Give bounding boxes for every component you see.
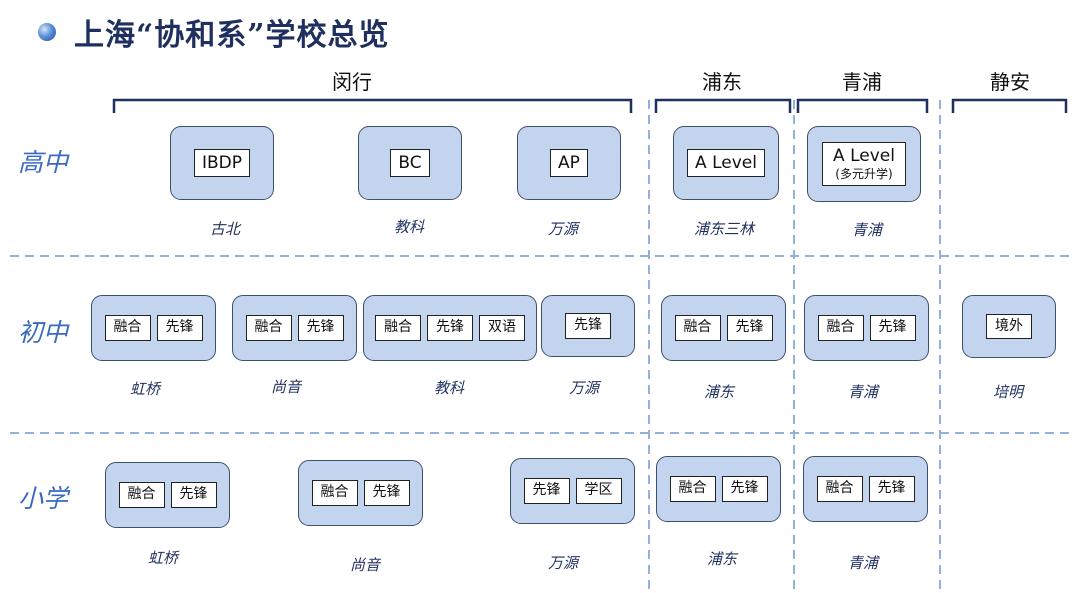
school-name: 万源 (547, 220, 579, 238)
school-name: 虹桥 (129, 380, 161, 398)
school-name: 青浦 (847, 554, 879, 572)
school-name: 尚音 (349, 556, 381, 574)
school-name: 教科 (393, 218, 425, 236)
school-box-jiaoke-high: BC (358, 126, 462, 200)
tag: A Level (多元升学) (822, 142, 906, 186)
tag: 融合 (375, 315, 421, 341)
school-box-hongqiao-primary: 融合 先锋 (105, 462, 230, 528)
school-box-hongqiao-middle: 融合 先锋 (91, 295, 216, 361)
bracket-minhang (112, 98, 633, 113)
school-box-wanyuan-primary: 先锋 学区 (510, 458, 635, 524)
region-label-pudong: 浦东 (702, 70, 742, 94)
tag: 先锋 (565, 313, 611, 339)
tag: 先锋 (523, 478, 570, 504)
school-name: 教科 (433, 379, 465, 397)
tag: 融合 (118, 482, 165, 508)
school-name: 青浦 (851, 221, 883, 239)
school-name: 浦东三林 (693, 220, 755, 238)
tag: 学区 (575, 478, 622, 504)
school-name: 尚音 (270, 378, 302, 396)
bracket-qingpu (796, 98, 929, 113)
tag: 先锋 (297, 315, 344, 341)
tag: 先锋 (869, 315, 916, 341)
tag-main-text: A Level (833, 146, 895, 167)
tag: 先锋 (170, 482, 217, 508)
bracket-pudong (654, 98, 792, 113)
tag: 融合 (674, 315, 721, 341)
tag: 融合 (104, 315, 151, 341)
school-name: 古北 (209, 220, 241, 238)
tag: 融合 (816, 476, 863, 502)
tag: A Level (687, 148, 765, 178)
region-label-jingan: 静安 (990, 70, 1030, 94)
school-name: 万源 (547, 554, 579, 572)
school-box-peiming-middle: 境外 (962, 295, 1056, 358)
school-name: 浦东 (703, 383, 735, 401)
region-label-minhang: 闵行 (332, 70, 372, 94)
school-name: 虹桥 (147, 549, 179, 567)
tag: 先锋 (427, 315, 473, 341)
bullet-icon (38, 23, 56, 41)
school-box-wanyuan-high: AP (517, 126, 621, 200)
school-name: 培明 (992, 383, 1024, 401)
page-title: 上海“协和系”学校总览 (74, 18, 390, 53)
tag: 融合 (311, 480, 358, 506)
row-label-primary: 小学 (18, 484, 69, 513)
tag: 融合 (817, 315, 864, 341)
tag: 先锋 (868, 476, 915, 502)
school-name: 青浦 (847, 383, 879, 401)
row-label-high: 高中 (18, 148, 69, 177)
school-box-qingpu-primary: 融合 先锋 (803, 456, 928, 522)
tag: 双语 (479, 315, 525, 341)
school-box-shangyin-middle: 融合 先锋 (232, 295, 357, 361)
school-name: 万源 (568, 379, 600, 397)
tag: 先锋 (363, 480, 410, 506)
school-box-jiaoke-middle: 融合 先锋 双语 (363, 295, 537, 361)
row-label-middle: 初中 (18, 318, 69, 347)
school-box-pudong-sanlin-high: A Level (673, 126, 779, 200)
region-label-qingpu: 青浦 (842, 70, 882, 94)
school-box-pudong-middle: 融合 先锋 (661, 295, 786, 361)
school-box-gubei-high: IBDP (170, 126, 274, 200)
tag: 融合 (669, 476, 716, 502)
school-box-qingpu-high: A Level (多元升学) (807, 126, 921, 202)
school-name: 浦东 (706, 550, 738, 568)
tag: 先锋 (726, 315, 773, 341)
tag: 先锋 (156, 315, 203, 341)
school-box-wanyuan-middle: 先锋 (541, 295, 635, 357)
school-box-pudong-primary: 融合 先锋 (656, 456, 781, 522)
school-box-shangyin-primary: 融合 先锋 (298, 460, 423, 526)
school-box-qingpu-middle: 融合 先锋 (804, 295, 929, 361)
tag: 先锋 (721, 476, 768, 502)
bracket-jingan (951, 98, 1068, 113)
tag: 融合 (245, 315, 292, 341)
title-row: 上海“协和系”学校总览 (38, 10, 390, 54)
tag: BC (390, 148, 430, 178)
tag-sub-text: (多元升学) (835, 166, 893, 181)
tag: 境外 (986, 313, 1032, 340)
tag: AP (550, 148, 588, 178)
tag: IBDP (193, 148, 251, 178)
